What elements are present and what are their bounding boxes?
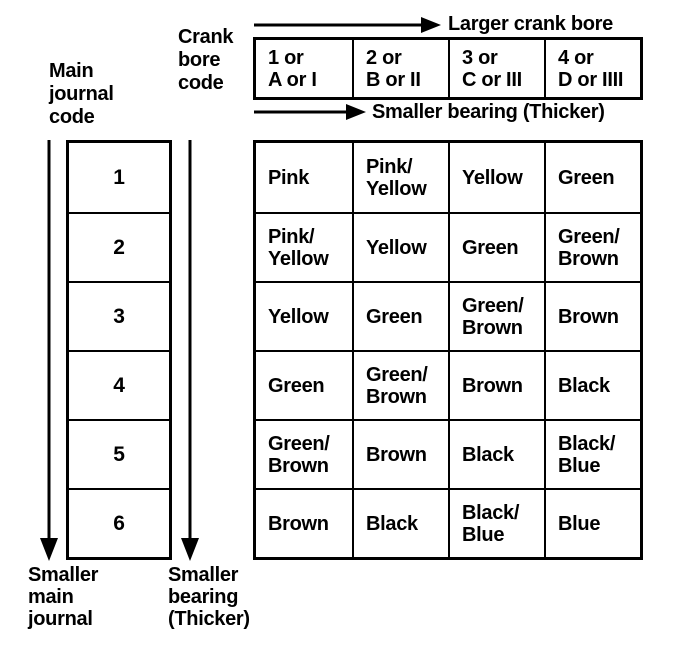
bearing-color-grid: Pink Pink/ Yellow Yellow Green Pink/ Yel… — [253, 140, 643, 560]
crank-bore-code-cell: 4 or D or IIII — [544, 40, 640, 97]
bearing-color-cell: Green — [352, 281, 448, 350]
bearing-color-cell: Green — [256, 350, 352, 419]
journal-code-cell: 4 — [69, 350, 169, 419]
bearing-color-cell: Black/ Blue — [448, 488, 544, 557]
main-journal-code-column: 1 2 3 4 5 6 — [66, 140, 172, 560]
bearing-color-cell: Green/ Brown — [544, 212, 640, 281]
journal-code-cell: 6 — [69, 488, 169, 557]
bearing-color-cell: Brown — [352, 419, 448, 488]
bearing-color-cell: Green — [544, 143, 640, 212]
smaller-bearing-arrow-icon — [254, 104, 366, 120]
bearing-color-cell: Green/ Brown — [352, 350, 448, 419]
larger-crank-bore-arrow-icon — [254, 17, 441, 33]
crank-bore-code-cell: 3 or C or III — [448, 40, 544, 97]
crank-bore-code-label: Crank bore code — [178, 26, 234, 94]
bearing-color-cell: Brown — [256, 488, 352, 557]
crank-bore-code-cell: 2 or B or II — [352, 40, 448, 97]
journal-code-cell: 3 — [69, 281, 169, 350]
bearing-color-cell: Green — [448, 212, 544, 281]
smaller-bearing-thicker-arrow-icon — [181, 140, 199, 561]
bearing-color-cell: Pink — [268, 166, 310, 189]
bearing-color-cell: Brown — [448, 350, 544, 419]
bearing-color-cell: Blue — [544, 488, 640, 557]
smaller-bearing-bottom-label: Smaller bearing (Thicker) — [168, 564, 250, 630]
bearing-color-cell: Brown — [544, 281, 640, 350]
bearing-color-cell: Yellow — [352, 212, 448, 281]
crank-bore-code-cell: 1 or A or I — [268, 46, 317, 91]
bearing-color-cell: Black — [352, 488, 448, 557]
journal-code-cell: 1 — [113, 165, 125, 189]
bearing-color-cell: Pink/ Yellow — [256, 212, 352, 281]
bearing-color-cell: Black — [448, 419, 544, 488]
crank-bore-code-header: 1 or A or I 2 or B or II 3 or C or III 4… — [253, 37, 643, 100]
journal-code-cell: 5 — [69, 419, 169, 488]
bearing-color-cell: Black — [544, 350, 640, 419]
main-journal-code-label: Main journal code — [49, 60, 114, 128]
bearing-color-cell: Pink/ Yellow — [352, 143, 448, 212]
smaller-bearing-top-label: Smaller bearing (Thicker) — [372, 101, 605, 123]
journal-code-cell: 2 — [69, 212, 169, 281]
bearing-color-cell: Green/ Brown — [256, 419, 352, 488]
bearing-color-cell: Yellow — [448, 143, 544, 212]
larger-crank-bore-label: Larger crank bore — [448, 13, 613, 35]
bearing-color-cell: Black/ Blue — [544, 419, 640, 488]
bearing-color-cell: Yellow — [256, 281, 352, 350]
smaller-main-journal-label: Smaller main journal — [28, 564, 99, 630]
smaller-main-journal-arrow-icon — [40, 140, 58, 561]
bearing-color-cell: Green/ Brown — [448, 281, 544, 350]
